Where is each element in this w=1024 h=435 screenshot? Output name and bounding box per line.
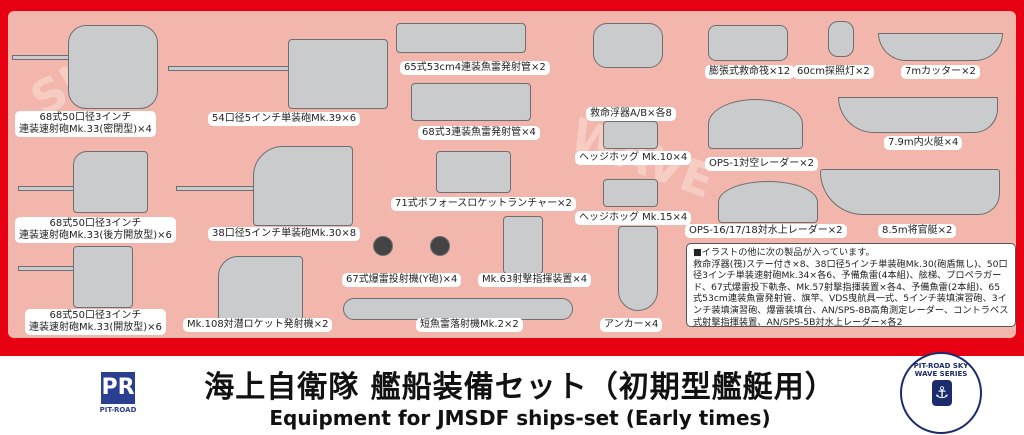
mk63-director-illustration bbox=[503, 216, 543, 274]
item-label: 68式50口径3インチ連装速射砲Mk.33(密閉型)×4 bbox=[15, 111, 156, 137]
item-label: OPS-16/17/18対水上レーダー×2 bbox=[685, 224, 847, 238]
item-label: 60cm探照灯×2 bbox=[793, 65, 874, 79]
life-float-illustration bbox=[593, 23, 663, 68]
product-subtitle: Equipment for JMSDF ships-set (Early tim… bbox=[269, 406, 771, 430]
item-label: Mk.108対潜ロケット発射機×2 bbox=[183, 318, 333, 332]
pit-road-logo: PR PIT-ROAD bbox=[98, 372, 138, 420]
gun-barrel-illustration bbox=[12, 55, 72, 60]
item-label: 68式50口径3インチ連装速射砲Mk.33(開放型)×6 bbox=[25, 309, 166, 335]
mk108-launcher-illustration bbox=[218, 256, 303, 321]
notes-heading: ■イラストの他に次の製品が入っています。 bbox=[693, 247, 875, 258]
included-items-note: ■イラストの他に次の製品が入っています。 救命浮器(筏)ステー付き×8、38口径… bbox=[686, 243, 1016, 328]
gun-barrel-illustration bbox=[18, 266, 78, 271]
gun-barrel-illustration bbox=[168, 66, 293, 71]
launch-7-9m-illustration bbox=[838, 97, 998, 133]
item-label: 67式爆雷投射機(Y砲)×4 bbox=[342, 273, 462, 287]
item-label: 65式53cm4連装魚雷発射管×2 bbox=[400, 61, 550, 75]
item-label: 68式3連装魚雷発射管×4 bbox=[418, 126, 540, 140]
item-label: Mk.63射撃指揮装置×4 bbox=[478, 273, 592, 287]
torpedo-launcher-illustration bbox=[343, 298, 573, 320]
item-label: 7mカッター×2 bbox=[901, 65, 980, 79]
mk33-rear-open-turret-illustration bbox=[73, 151, 148, 213]
ops1-radar-illustration bbox=[708, 99, 803, 149]
cutter-boat-illustration bbox=[878, 33, 1003, 61]
hedgehog-mk10-illustration bbox=[603, 121, 658, 149]
mk39-gun-illustration bbox=[288, 39, 388, 109]
mk33-closed-turret-illustration bbox=[68, 25, 158, 109]
anchor-illustration bbox=[618, 226, 658, 311]
item-label: OPS-1対空レーダー×2 bbox=[705, 157, 818, 171]
mk30-gun-illustration bbox=[253, 146, 353, 226]
item-label: 7.9m内火艇×4 bbox=[884, 136, 963, 150]
item-label: 71式ボフォースロケットランチャー×2 bbox=[391, 197, 576, 211]
brand-mark: PR bbox=[101, 372, 135, 404]
series-logo-text: PIT-ROAD SKY WAVE SERIES bbox=[913, 362, 969, 378]
product-title: 海上自衛隊 艦船装備セット（初期型艦艇用） bbox=[204, 370, 836, 405]
item-label: 54口径5インチ単装砲Mk.39×6 bbox=[208, 112, 361, 126]
searchlight-illustration bbox=[828, 21, 854, 57]
admiral-barge-illustration bbox=[820, 169, 1000, 215]
item-label: 8.5m将官艇×2 bbox=[878, 224, 957, 238]
y-gun-illustration bbox=[430, 236, 450, 256]
brand-name: PIT-ROAD bbox=[99, 406, 137, 414]
item-label: 68式50口径3インチ連装速射砲Mk.33(後方開放型)×6 bbox=[15, 217, 176, 243]
liferaft-illustration bbox=[708, 25, 788, 61]
item-label: ヘッジホッグ Mk.10×4 bbox=[575, 151, 692, 165]
notes-body: 救命浮器(筏)ステー付き×8、38口径5インチ単装砲Mk.30(砲盾無し)、50… bbox=[693, 258, 1009, 328]
bofors-rocket-launcher-illustration bbox=[436, 151, 511, 193]
item-label: 救命浮器A/B×各8 bbox=[586, 107, 676, 121]
y-gun-illustration bbox=[373, 236, 393, 256]
item-label: 38口径5インチ単装砲Mk.30×8 bbox=[208, 227, 361, 241]
sky-wave-series-logo: PIT-ROAD SKY WAVE SERIES ⚓ bbox=[900, 352, 982, 434]
ops16-radar-illustration bbox=[718, 181, 818, 223]
torpedo-tube-4-illustration bbox=[396, 23, 526, 53]
gun-barrel-illustration bbox=[18, 186, 78, 191]
mk33-open-gun-illustration bbox=[73, 246, 133, 308]
hedgehog-mk15-illustration bbox=[603, 179, 658, 207]
item-label: アンカー×4 bbox=[600, 318, 663, 332]
item-label: 短魚雷落射機Mk.2×2 bbox=[416, 318, 523, 332]
torpedo-tube-3-illustration bbox=[411, 83, 531, 121]
item-label: ヘッジホッグ Mk.15×4 bbox=[575, 211, 692, 225]
item-label: 膨張式救命筏×12 bbox=[705, 65, 795, 79]
anchor-icon: ⚓ bbox=[932, 380, 952, 406]
